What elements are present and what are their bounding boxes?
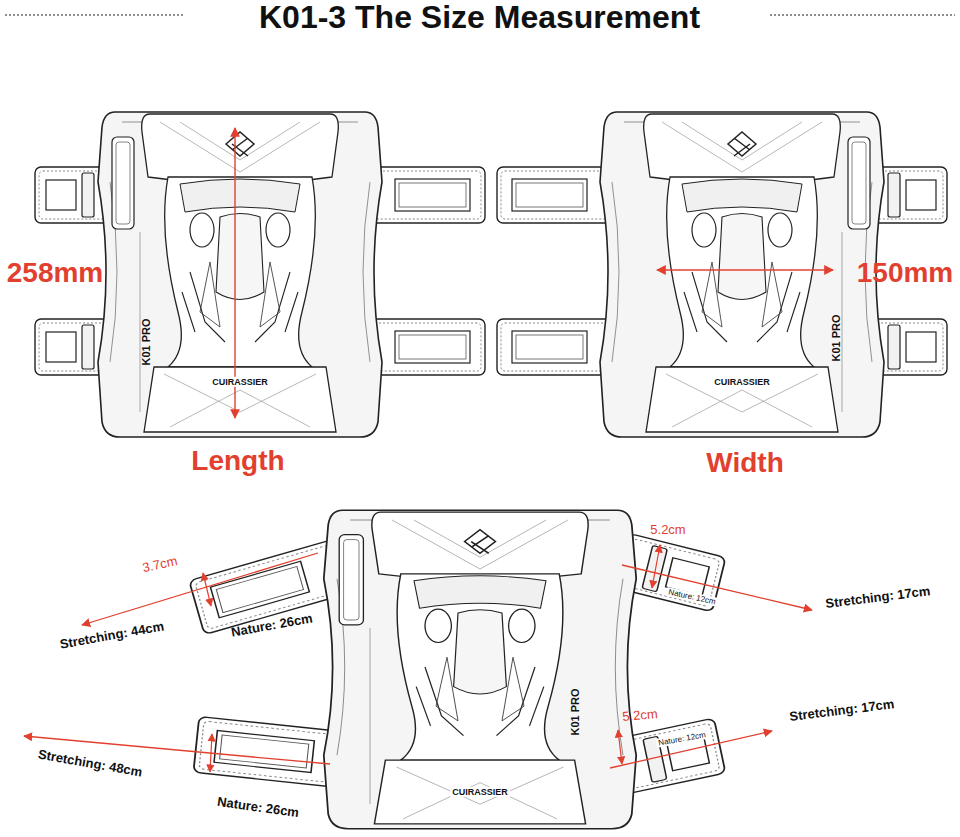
knee-pad (324, 510, 636, 829)
strap-width: 5.2cm (650, 523, 685, 538)
title-rule (770, 14, 955, 15)
strap-length: Nature: 12cm (666, 587, 719, 607)
dimension-value: 258mm (7, 257, 104, 289)
brand-mark: CUIRASSIER (210, 377, 270, 387)
model-mark: K01 PRO (569, 688, 582, 735)
strap-width: 3.7cm (141, 554, 179, 576)
model-mark: K01 PRO (830, 314, 843, 361)
width-dimension (657, 269, 833, 270)
dimension-value: 150mm (857, 257, 954, 289)
strap-width-mark (210, 734, 212, 772)
strap-length: Stretching: 44cm (59, 619, 165, 652)
brand-mark: CUIRASSIER (712, 377, 772, 387)
strap-length: Stretching: 17cm (789, 697, 896, 725)
length-dimension (234, 128, 235, 418)
title-rule (5, 14, 185, 15)
stretch-arrow (622, 565, 812, 610)
stretch-arrow (82, 553, 318, 625)
dimension-name: Width (706, 447, 784, 479)
strap-width-mark (652, 545, 660, 588)
model-mark: K01 PRO (140, 318, 153, 365)
dimension-name: Length (191, 445, 284, 477)
strap-length: Nature: 26cm (216, 795, 300, 821)
strap-width-mark (203, 573, 211, 606)
strap-length: Nature: 26cm (230, 611, 314, 640)
diagram-title: K01-3 The Size Measurement (259, 0, 700, 35)
strap-length: Stretching: 48cm (37, 747, 143, 780)
strap-length: Stretching: 17cm (825, 584, 932, 612)
strap-length: Nature: 12cm (656, 730, 709, 748)
brand-mark: CUIRASSIER (450, 787, 510, 797)
strap-width-mark (618, 730, 622, 764)
strap-width: 5.2cm (622, 707, 659, 725)
